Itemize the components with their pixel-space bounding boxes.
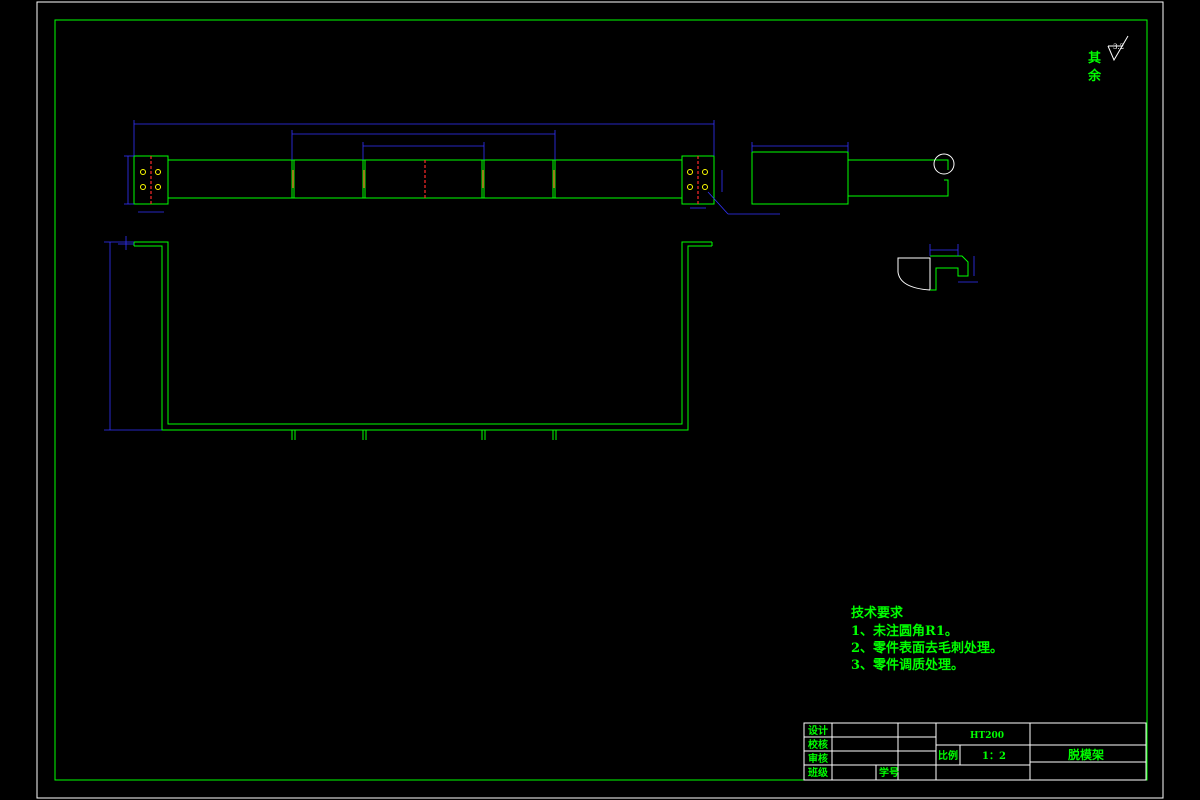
- tech-requirements-title: 技术要求: [851, 605, 904, 621]
- tech-requirement-item: 2、零件表面去毛刺处理。: [851, 640, 1003, 656]
- tech-requirement-item: 3、零件调质处理。: [851, 657, 964, 673]
- top-view-dimensions: [124, 120, 780, 215]
- front-view-dimensions: [104, 236, 162, 431]
- top-view: [133, 155, 715, 205]
- drawing-border: [54, 19, 1148, 781]
- tb-part-name: 脱模架: [1068, 747, 1104, 762]
- tb-label-student-no: 学号: [879, 766, 899, 779]
- surface-finish-label-2: 余: [1087, 68, 1102, 84]
- title-block-text: 设计 校核 审核 班级 学号 HT200 比例 1：2 脱模架: [808, 724, 1104, 779]
- tech-requirements: 技术要求 1、未注圆角R1。 2、零件表面去毛刺处理。 3、零件调质处理。: [851, 605, 1003, 673]
- tb-label-class: 班级: [808, 766, 829, 779]
- svg-text:3.2: 3.2: [1113, 43, 1124, 51]
- detail-circle: [933, 153, 955, 175]
- tb-scale-value: 1：2: [982, 751, 1006, 762]
- title-block: [803, 722, 1147, 781]
- tech-requirement-item: 1、未注圆角R1。: [851, 623, 958, 639]
- bolt-holes: [140, 169, 708, 190]
- tb-label-design: 设计: [808, 724, 828, 737]
- surface-roughness-icon: 3.2: [1107, 35, 1129, 62]
- tb-label-check: 校核: [808, 738, 828, 751]
- side-view-dimensions: [751, 142, 849, 152]
- sheet-outer-frame: [36, 1, 1164, 799]
- detail-view: [897, 257, 931, 291]
- detail-view-profile: [930, 255, 969, 291]
- detail-view-dimensions: [929, 244, 978, 283]
- tb-label-review: 审核: [808, 752, 828, 765]
- side-view: [751, 151, 949, 205]
- front-view: [133, 241, 713, 440]
- tb-material: HT200: [970, 731, 1004, 741]
- top-view-cut-marks: [150, 156, 699, 204]
- surface-finish-label-1: 其: [1088, 50, 1101, 66]
- tb-scale-label: 比例: [938, 749, 958, 762]
